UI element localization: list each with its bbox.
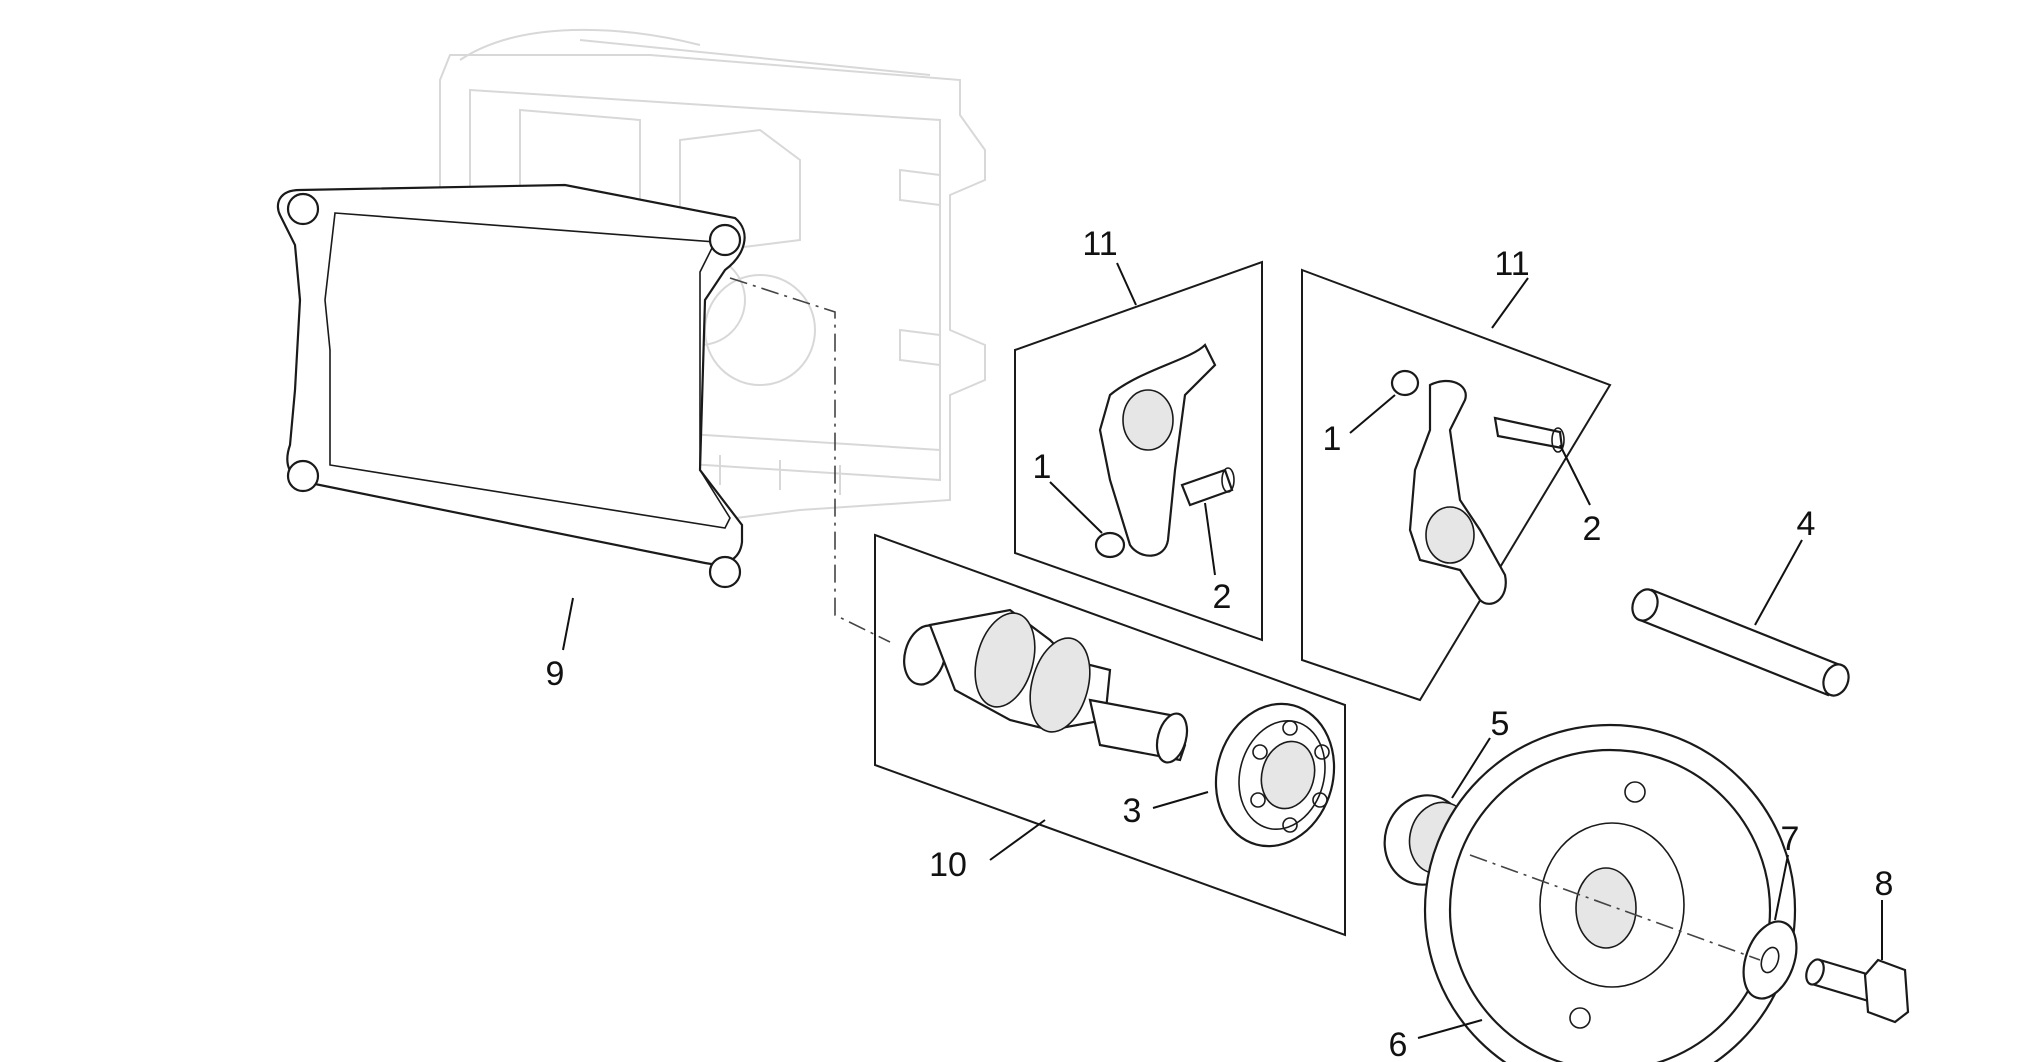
rocker-kit-left-part-11 bbox=[1014, 260, 1263, 642]
callout-11-left: 11 bbox=[1082, 225, 1117, 263]
callout-1-left: 1 bbox=[1033, 448, 1052, 486]
gasket-part-9 bbox=[276, 183, 746, 589]
leader-lines bbox=[562, 262, 1883, 1039]
camshaft-kit-part-10 bbox=[874, 533, 1346, 937]
washer-part-7 bbox=[1742, 920, 1798, 1000]
callout-7: 7 bbox=[1781, 820, 1800, 858]
callout-2-right: 2 bbox=[1583, 510, 1602, 548]
sprocket-axis-line bbox=[1469, 854, 1761, 961]
rocker-shaft-part-4 bbox=[1631, 588, 1850, 697]
bearing-part-3 bbox=[1214, 702, 1336, 848]
callout-9: 9 bbox=[546, 655, 565, 693]
bolt-part-8 bbox=[1805, 958, 1910, 1024]
callout-4: 4 bbox=[1797, 505, 1816, 543]
callout-1-right: 1 bbox=[1323, 420, 1342, 458]
callout-5: 5 bbox=[1491, 705, 1510, 743]
callout-6: 6 bbox=[1389, 1026, 1408, 1062]
callouts: 11 1 2 1 11 2 4 3 10 9 5 7 8 6 bbox=[546, 225, 1894, 1062]
callout-10: 10 bbox=[929, 846, 967, 884]
callout-2-left: 2 bbox=[1213, 578, 1232, 616]
rocker-kit-right-part-11 bbox=[1301, 268, 1612, 702]
callout-8: 8 bbox=[1875, 865, 1894, 903]
callout-11-right: 11 bbox=[1494, 245, 1529, 283]
sprocket-part-6 bbox=[1423, 723, 1797, 1062]
callout-3: 3 bbox=[1123, 792, 1142, 830]
alignment-line bbox=[729, 277, 891, 643]
